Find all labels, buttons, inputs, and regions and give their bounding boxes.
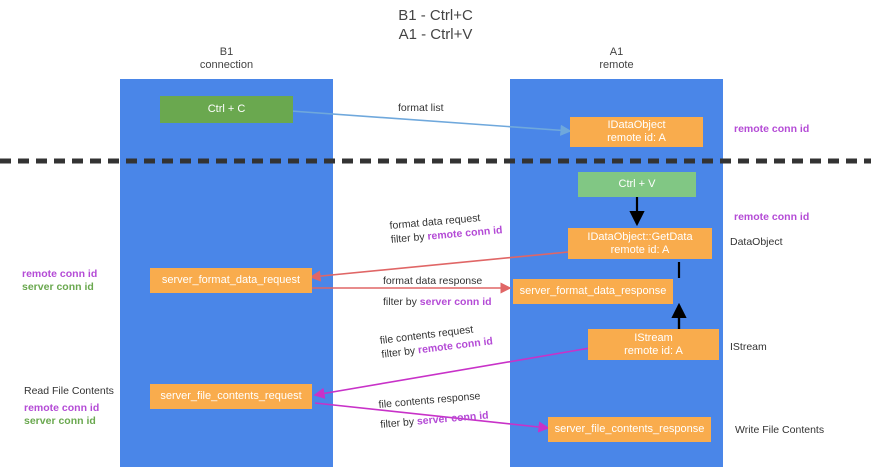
title-line-1: B1 - Ctrl+C	[398, 7, 473, 24]
box-server-format-data-response-label: server_format_data_response	[519, 285, 667, 297]
box-server-format-data-response[interactable]: server_format_data_response	[513, 279, 673, 304]
annotation-left-remote-conn-id-bottom: remote conn id	[24, 402, 100, 414]
filter-key-server-conn-id: server conn id	[419, 296, 492, 308]
label-file-contents-response-filter: filter by server conn id	[380, 408, 489, 431]
box-idataobject-line1: IDataObject	[607, 119, 666, 131]
annotation-left-server-conn-id-mid: server conn id	[22, 281, 94, 293]
box-ctrl-v[interactable]: Ctrl + V	[578, 172, 696, 197]
label-format-data-response-filter: filter by server conn id	[383, 295, 492, 309]
annotation-left-remote-conn-id-mid: remote conn id	[22, 268, 98, 280]
box-server-format-data-request-label: server_format_data_request	[161, 274, 301, 286]
box-ctrl-v-label: Ctrl + V	[618, 178, 656, 190]
box-idataobject-line2: remote id: A	[607, 132, 666, 144]
diagram-title: B1 - Ctrl+C A1 - Ctrl+V	[0, 6, 871, 44]
filter-key-server-conn-id: server conn id	[416, 409, 490, 428]
annotation-right-istream: IStream	[730, 341, 767, 353]
lane-header-a1-name: A1	[609, 46, 624, 58]
lane-header-a1: A1 remote	[510, 46, 723, 72]
box-ctrl-c-label: Ctrl + C	[207, 103, 246, 115]
lane-header-b1-name: B1	[219, 46, 234, 58]
annotation-right-dataobject: DataObject	[730, 236, 783, 248]
box-server-file-contents-request-label: server_file_contents_request	[160, 390, 302, 402]
label-file-contents-response: file contents response filter by server …	[378, 389, 489, 432]
lane-header-a1-sub: remote	[599, 59, 634, 71]
box-idataobject[interactable]: IDataObject remote id: A	[570, 117, 703, 147]
label-format-list: format list	[398, 102, 444, 114]
box-getdata-line2: remote id: A	[610, 243, 670, 256]
title-line-2: A1 - Ctrl+V	[398, 26, 473, 43]
box-server-file-contents-response-label: server_file_contents_response	[554, 423, 705, 435]
annotation-left-read-file-contents: Read File Contents	[24, 385, 114, 397]
label-format-data-response: format data response filter by server co…	[383, 274, 492, 309]
box-istream-line2: remote id: A	[624, 344, 683, 357]
annotation-left-server-conn-id-bottom: server conn id	[24, 415, 96, 427]
filter-prefix: filter by	[379, 415, 418, 431]
filter-prefix: filter by	[390, 230, 428, 246]
filter-prefix: filter by	[380, 344, 419, 361]
label-format-data-request: format data request filter by remote con…	[389, 209, 503, 247]
annotation-right-remote-conn-id-mid: remote conn id	[734, 211, 810, 223]
box-server-format-data-request[interactable]: server_format_data_request	[150, 268, 312, 293]
annotation-right-remote-conn-id-top: remote conn id	[734, 123, 810, 135]
lane-header-b1: B1 connection	[120, 46, 333, 72]
label-format-data-response-text: format data response	[383, 275, 483, 287]
box-server-file-contents-response[interactable]: server_file_contents_response	[548, 417, 711, 442]
filter-prefix: filter by	[383, 296, 420, 308]
box-istream[interactable]: IStream remote id: A	[588, 329, 719, 360]
annotation-right-write-file-contents: Write File Contents	[735, 424, 825, 436]
label-file-contents-request: file contents request filter by remote c…	[379, 320, 494, 361]
label-file-contents-response-text: file contents response	[378, 390, 481, 411]
lane-header-b1-sub: connection	[199, 59, 254, 71]
box-server-file-contents-request[interactable]: server_file_contents_request	[150, 384, 312, 409]
box-ctrl-c[interactable]: Ctrl + C	[160, 96, 293, 123]
box-getdata-line1: IDataObject::GetData	[587, 230, 693, 243]
box-istream-line1: IStream	[634, 331, 673, 344]
box-idataobject-getdata[interactable]: IDataObject::GetData remote id: A	[568, 228, 712, 259]
